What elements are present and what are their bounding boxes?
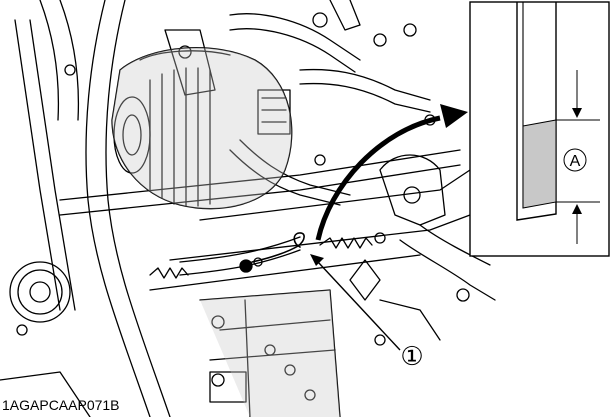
detail-arrow: [315, 104, 468, 241]
dimension-a-circle: [563, 148, 587, 172]
oil-level-range: [522, 119, 557, 209]
engine-illustration: [0, 0, 496, 417]
dimension-a-label: A: [570, 153, 581, 170]
callout-1-leader: [310, 254, 401, 351]
dipstick-detail-inset: A: [469, 1, 610, 257]
part-1-callout: ①: [400, 342, 423, 372]
figure-code: 1AGAPCAAP071B: [2, 397, 120, 413]
engine-shading: [112, 47, 340, 417]
